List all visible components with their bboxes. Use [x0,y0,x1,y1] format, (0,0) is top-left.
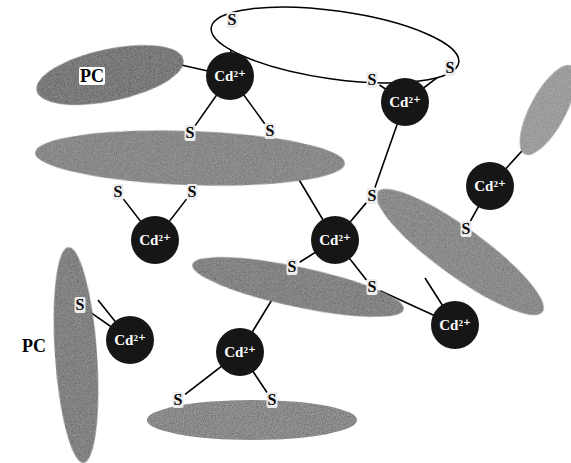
sulfur-label: S [185,125,196,141]
sulfur-label: S [265,123,276,139]
sulfur-label: S [267,392,278,408]
sulfur-label: S [445,60,456,76]
sulfur-label: S [75,297,86,313]
ion-label: Cd²⁺ [474,179,506,194]
sulfur-label: S [367,279,378,295]
ion-label: Cd²⁺ [224,345,256,360]
ion-label: Cd²⁺ [139,233,171,248]
cadmium-ion: Cd²⁺ [106,316,154,364]
sulfur-label: S [461,221,472,237]
peptide-ellipse [509,57,571,162]
ion-label: Cd²⁺ [214,69,246,84]
sulfur-label: S [113,184,124,200]
cadmium-ion: Cd²⁺ [466,162,514,210]
peptide-ellipse [31,34,189,116]
peptide-ellipse [48,246,105,463]
cadmium-ion: Cd²⁺ [431,301,479,349]
peptide-chains [31,0,571,463]
cadmium-ion: Cd²⁺ [206,52,254,100]
peptide-ellipse [188,245,408,329]
sulfur-label: S [367,72,378,88]
sulfur-label: S [287,259,298,275]
peptide-ellipse [34,126,346,191]
peptide-label: PC [21,337,47,355]
ion-label: Cd²⁺ [114,333,146,348]
cadmium-ion: Cd²⁺ [381,78,429,126]
ion-label: Cd²⁺ [389,95,421,110]
peptide-ellipse [206,0,463,96]
sulfur-label: S [187,184,198,200]
ion-label: Cd²⁺ [439,318,471,333]
sulfur-label: S [367,188,378,204]
ion-label: Cd²⁺ [319,233,351,248]
peptide-label: PC [79,67,105,85]
cadmium-ion: Cd²⁺ [131,216,179,264]
sulfur-label: S [227,12,238,28]
cadmium-ion: Cd²⁺ [311,216,359,264]
sulfur-label: S [173,392,184,408]
cadmium-ion: Cd²⁺ [216,328,264,376]
